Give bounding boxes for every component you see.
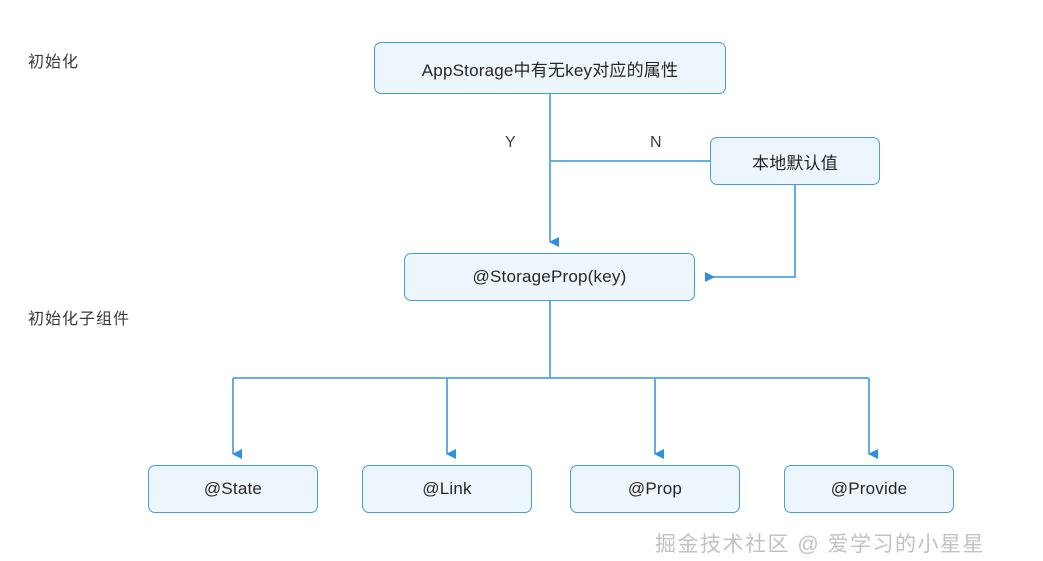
node-link[interactable]: @Link: [362, 465, 532, 513]
node-local-default[interactable]: 本地默认值: [710, 137, 880, 185]
node-prop[interactable]: @Prop: [570, 465, 740, 513]
edge-label-no: N: [650, 134, 663, 151]
node-storage-prop[interactable]: @StorageProp(key): [404, 253, 695, 301]
node-appstorage-check[interactable]: AppStorage中有无key对应的属性: [374, 42, 726, 94]
stage-label-init-child-component: 初始化子组件: [28, 311, 131, 328]
edge-label-yes: Y: [505, 134, 517, 151]
stage-label-init: 初始化: [28, 54, 80, 71]
node-provide[interactable]: @Provide: [784, 465, 954, 513]
watermark: 掘金技术社区 @ 爱学习的小星星: [655, 533, 985, 556]
node-state[interactable]: @State: [148, 465, 318, 513]
edge-local-default-to-storageprop: [705, 185, 796, 282]
